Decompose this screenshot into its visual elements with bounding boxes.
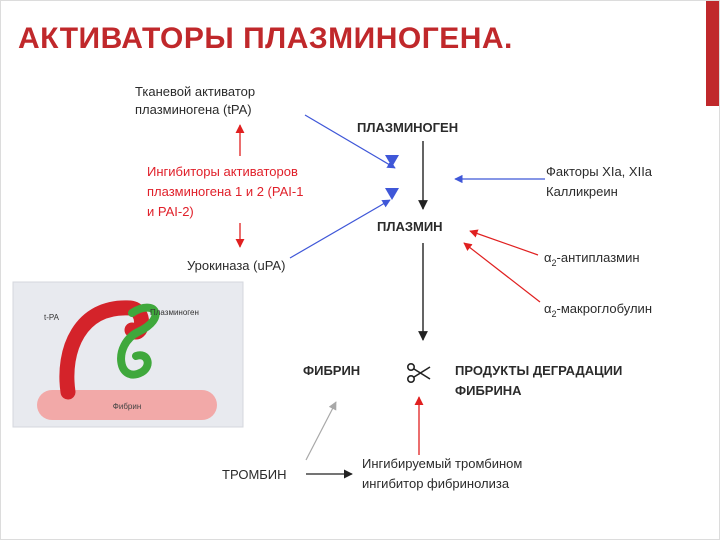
degradation-label: ПРОДУКТЫ ДЕГРАДАЦИИ ФИБРИНА (455, 363, 626, 398)
tpa-line-2: плазминогена (tPA) (135, 102, 252, 117)
activation-mark-lower (385, 188, 399, 200)
factors-label: Факторы XIa, XIIa Калликреин (546, 164, 656, 199)
plasminogen-label: ПЛАЗМИНОГЕН (357, 120, 458, 135)
tafi-label: Ингибируемый тромбином ингибитор фибрино… (362, 456, 526, 491)
urokinase-label: Урокиназа (uPA) (187, 258, 285, 273)
tpa-line-1: Тканевой активатор (135, 84, 255, 99)
illustration-plasminogen-label: Плазминоген (150, 308, 199, 317)
macroglobulin-text: -макроглобулин (557, 301, 652, 316)
degradation-line-1: ПРОДУКТЫ ДЕГРАДАЦИИ (455, 363, 622, 378)
antiplasmin-inhibits-arrow (469, 229, 539, 256)
fibrin-label: ФИБРИН (303, 363, 360, 378)
macroglobulin-sub: 2 (552, 309, 557, 319)
inhibitors-line-1: Ингибиторы активаторов (147, 164, 298, 179)
plasminogen-shape (117, 303, 160, 379)
tafi-line-2: ингибитор фибринолиза (362, 476, 510, 491)
inhibitors-label: Ингибиторы активаторов плазминогена 1 и … (147, 164, 307, 219)
macroglobulin-label: α2-макроглобулин (544, 301, 652, 319)
accent-bar (706, 0, 720, 106)
factors-line-2: Калликреин (546, 184, 618, 199)
antiplasmin-label: α2-антиплазмин (544, 250, 640, 268)
slide-title: АКТИВАТОРЫ ПЛАЗМИНОГЕНА. (18, 22, 513, 55)
scissors-icon (407, 363, 431, 384)
tpa-label: Тканевой активатор плазминогена (tPA) (135, 84, 259, 117)
factors-line-1: Факторы XIa, XIIa (546, 164, 653, 179)
plasmin-label: ПЛАЗМИН (377, 219, 443, 234)
antiplasmin-alpha: α (544, 250, 552, 265)
illustration-fibrin-label: Фибрин (113, 402, 141, 411)
thrombin-to-fibrin-arrow (305, 401, 337, 461)
upa-activation-arrow (289, 199, 391, 259)
macroglobulin-alpha: α (544, 301, 552, 316)
inhibitors-line-3: и PAI-2) (147, 204, 194, 219)
illustration-tpa-label: t-PA (44, 313, 60, 322)
degradation-line-2: ФИБРИНА (455, 383, 522, 398)
tafi-line-1: Ингибируемый тромбином (362, 456, 522, 471)
fibrin-bar (37, 390, 217, 420)
activation-mark-upper (385, 155, 399, 167)
antiplasmin-sub: 2 (552, 258, 557, 268)
macroglobulin-inhibits-arrow (463, 242, 541, 303)
thrombin-label: ТРОМБИН (222, 467, 287, 482)
tpa-plasminogen-fibrin-illustration: Фибрин t-PA Плазминоген (12, 281, 244, 428)
inhibitors-line-2: плазминогена 1 и 2 (PAI-1 (147, 184, 303, 199)
antiplasmin-text: -антиплазмин (557, 250, 640, 265)
tpa-activation-arrow (304, 114, 396, 169)
